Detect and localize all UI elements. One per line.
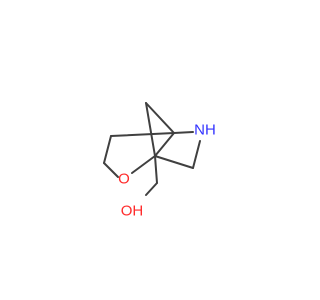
bond-o-c1 bbox=[131, 155, 156, 174]
bond-c3-c1 bbox=[154, 155, 194, 169]
ring-oxygen-label: O bbox=[118, 171, 130, 188]
bond-c7-oh bbox=[145, 182, 158, 196]
bond-c1-c4 bbox=[145, 102, 156, 157]
bond-c1-c2 bbox=[154, 132, 175, 157]
bond-c2-n bbox=[173, 131, 194, 134]
bond-c6-o bbox=[103, 162, 119, 178]
molecule-canvas: NH O OH bbox=[103, 102, 216, 220]
hydroxyl-label: OH bbox=[121, 203, 144, 220]
bond-c5-c6 bbox=[103, 135, 112, 164]
bond-c4-c2 bbox=[145, 102, 175, 134]
nitrogen-label: NH bbox=[194, 122, 216, 139]
molecule-structure: NH O OH bbox=[103, 102, 216, 220]
bond-c1-c7 bbox=[154, 155, 158, 184]
bond-n-c3 bbox=[192, 140, 201, 169]
bond-c2-c5 bbox=[110, 132, 175, 137]
